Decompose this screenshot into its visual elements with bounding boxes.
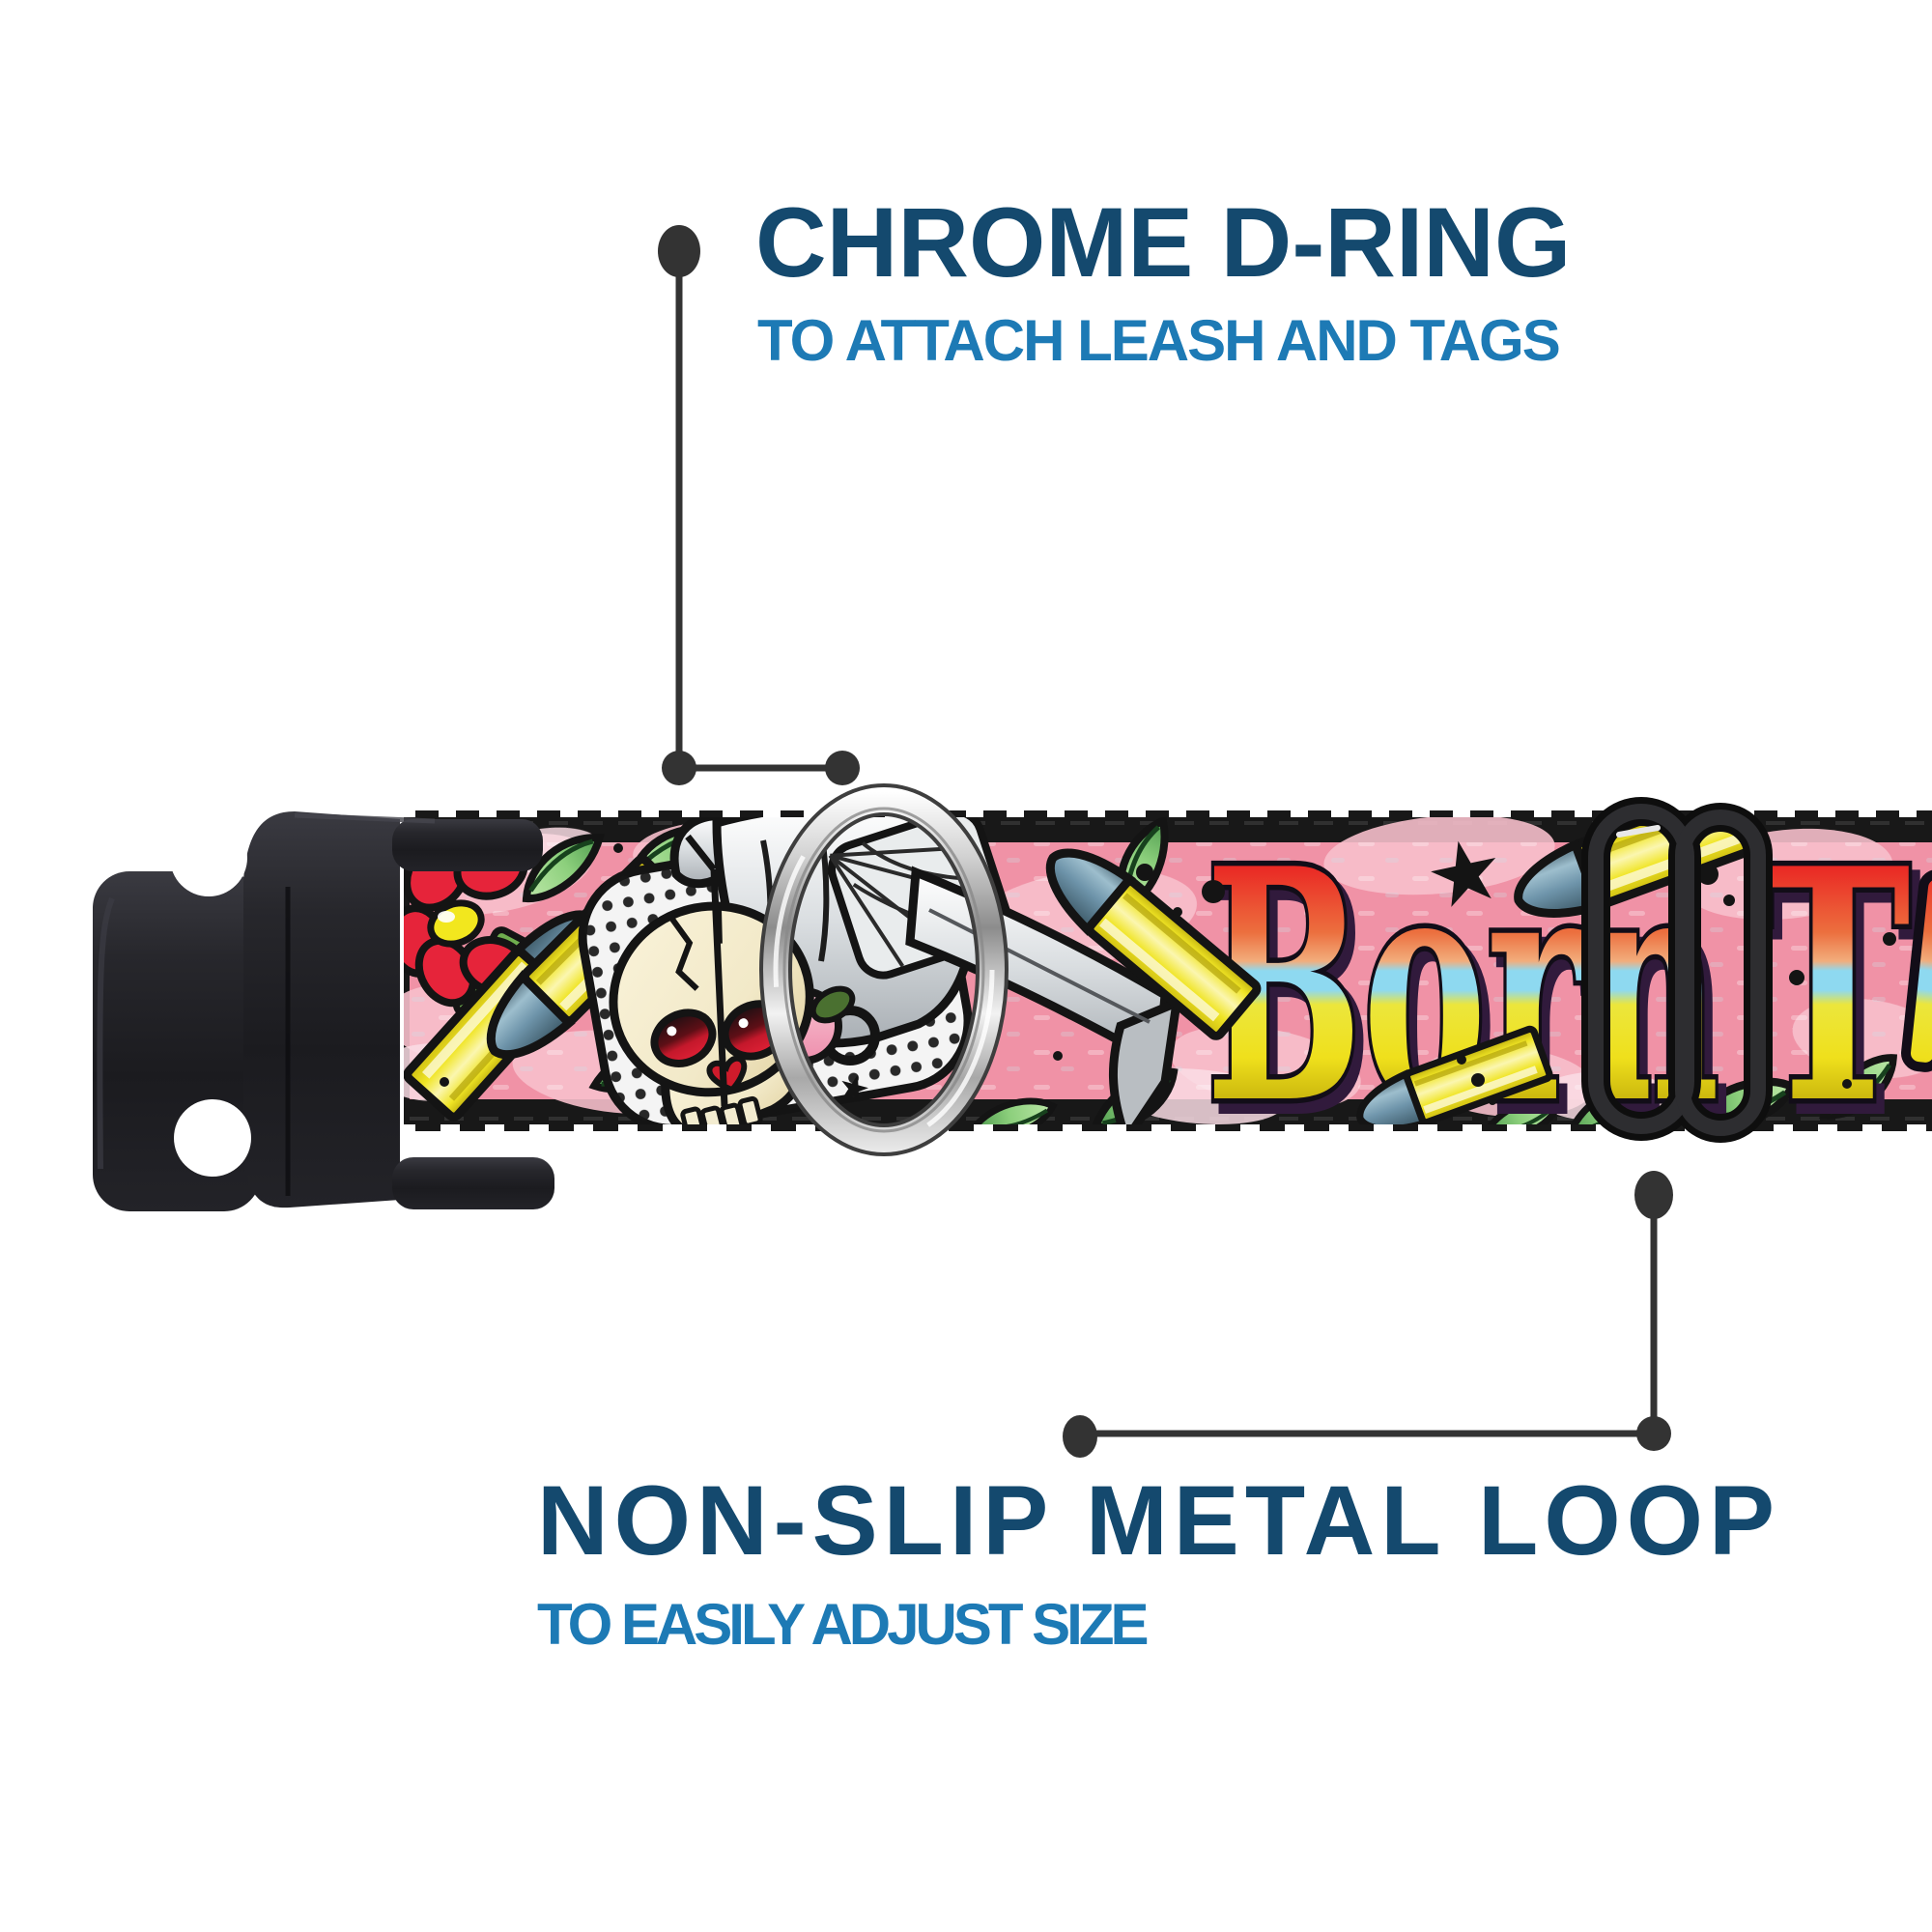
bottom-callout-marker-dot <box>1063 1415 1097 1458</box>
side-release-buckle <box>93 811 554 1211</box>
svg-text:T: T <box>1762 809 1918 1183</box>
top-callout-subtitle: TO ATTACH LEASH AND TAGS <box>757 308 1561 373</box>
buckle-bottom-bar <box>392 1157 554 1209</box>
print-word-t: T <box>1754 799 1911 1174</box>
bottom-callout-title: NON-SLIP METAL LOOP <box>537 1465 1781 1576</box>
d-ring-pointer-dot <box>825 751 860 785</box>
patch-cord-line <box>685 834 728 1107</box>
top-callout-title: CHROME D-RING <box>755 187 1572 298</box>
bottom-callout-subtitle: TO EASILY ADJUST SIZE <box>537 1592 1150 1657</box>
non-slip-metal-loop <box>1581 797 1773 1143</box>
chrome-d-ring <box>759 783 1009 1156</box>
top-callout-connector <box>658 225 860 785</box>
bottom-callout-connector <box>1063 1171 1673 1458</box>
splatter-art <box>440 843 1896 1105</box>
print-partial-letter <box>1901 869 1932 1072</box>
buckle-top-bar <box>392 819 543 871</box>
